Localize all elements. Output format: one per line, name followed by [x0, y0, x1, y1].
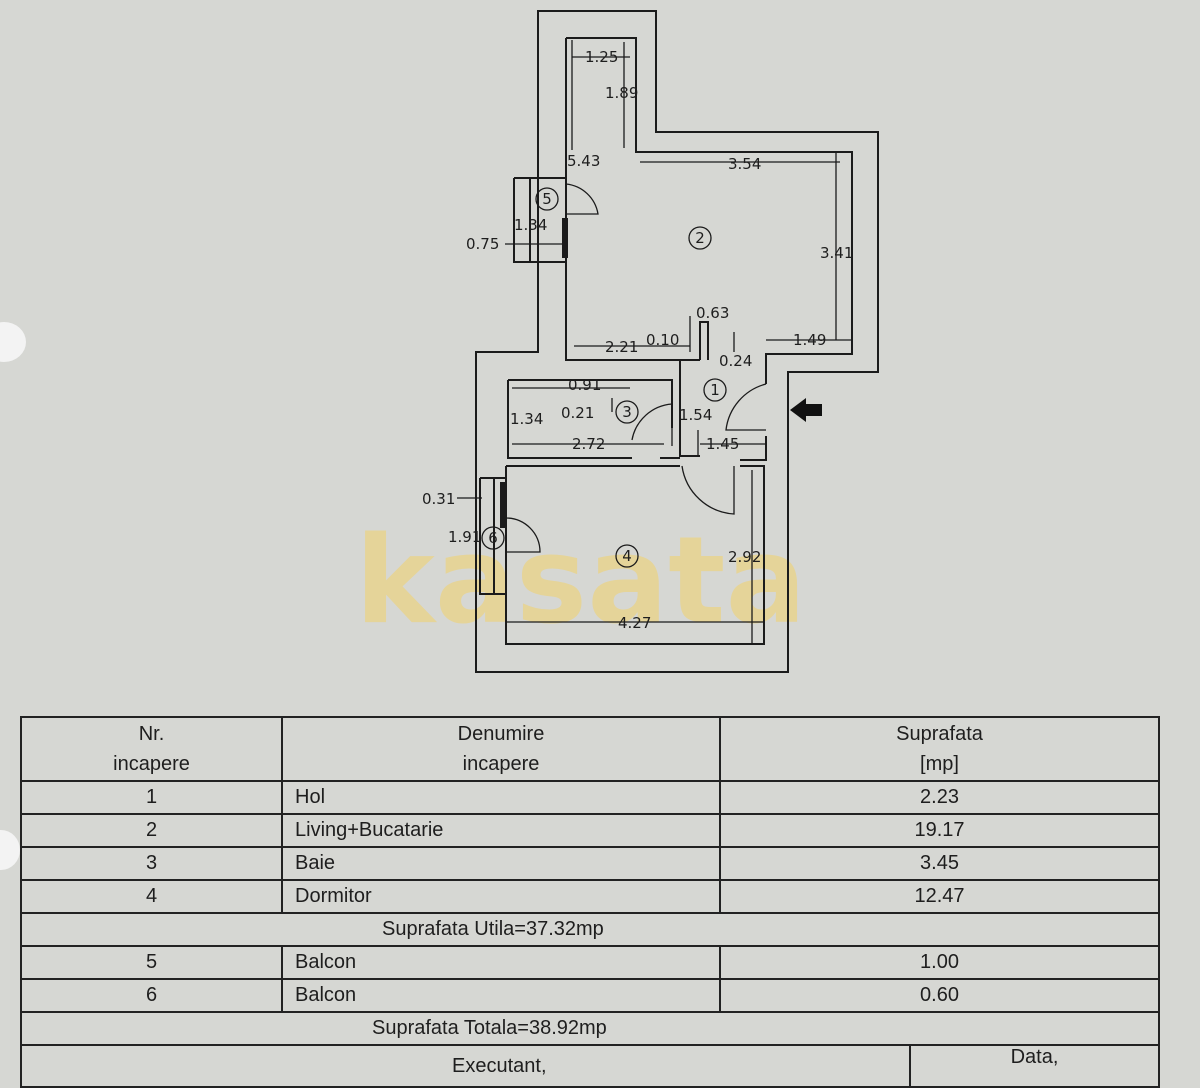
dimension-label: 5.43: [567, 152, 600, 170]
dimension-label: 1.25: [585, 48, 618, 66]
header-name-line2: incapere: [462, 753, 540, 775]
row-area: 3.45: [718, 846, 1161, 881]
entrance-door: [725, 383, 767, 431]
entrance-arrow-icon: [790, 398, 822, 422]
row-nr: 1: [20, 780, 283, 815]
useful-total: Suprafata Utila=37.32mp: [19, 912, 1161, 947]
table-header: Nr. incapere Denumire incapere Suprafata…: [20, 716, 1161, 782]
row-nr: 3: [20, 846, 283, 881]
dimension-label: 0.31: [422, 490, 455, 508]
dimension-label: 1.91: [448, 528, 481, 546]
balcony-6-window: [500, 482, 507, 528]
dimension-label: 1.45: [706, 435, 739, 453]
balcony-5: [513, 177, 566, 263]
watermark: kasata: [355, 512, 807, 651]
header-area-line2: [mp]: [920, 753, 959, 775]
room-marker: [703, 378, 727, 402]
balcony-6-door: [505, 517, 541, 553]
row-nr: 6: [20, 978, 283, 1013]
header-area-line1: Suprafata: [896, 723, 983, 745]
executant-label: Executant,: [20, 1044, 911, 1088]
table-row: 3 Baie 3.45: [20, 846, 1161, 881]
row-name: Living+Bucatarie: [281, 813, 721, 848]
room-number: 6: [488, 529, 498, 547]
dimension-label: 0.63: [696, 304, 729, 322]
bedroom-door: [681, 465, 735, 515]
room-number: 5: [542, 190, 552, 208]
row-name: Balcon: [281, 945, 721, 980]
balcony-6: [479, 477, 506, 595]
table-row: 5 Balcon 1.00: [20, 945, 1161, 980]
room-number: 4: [622, 547, 632, 565]
dimension-label: 3.41: [820, 244, 853, 262]
room-marker: [615, 400, 639, 424]
header-nr-line1: Nr.: [138, 723, 165, 745]
dimension-label: 3.54: [728, 155, 761, 173]
dimension-label: 0.21: [561, 404, 594, 422]
dimension-label: 1.34: [510, 410, 543, 428]
useful-total-row: Suprafata Utila=37.32mp: [19, 912, 1161, 947]
dimension-label: 0.24: [719, 352, 752, 370]
header-nr-line2: incapere: [113, 753, 190, 775]
room-marker: [688, 226, 712, 250]
dimension-lines: [457, 40, 852, 644]
dimension-label: 0.75: [466, 235, 499, 253]
living-inner-wall: [565, 37, 853, 380]
table-row: 6 Balcon 0.60: [20, 978, 1161, 1013]
dimension-label: 1.54: [679, 406, 712, 424]
signature-row: Executant, Data,: [20, 1044, 1161, 1088]
room-marker: [481, 526, 505, 550]
row-name: Dormitor: [281, 879, 721, 914]
row-area: 12.47: [718, 879, 1161, 914]
dimension-label: 4.27: [618, 614, 651, 632]
dimension-label: 2.72: [572, 435, 605, 453]
punch-hole: [0, 830, 20, 870]
date-label: Data,: [908, 1044, 1161, 1088]
row-nr: 4: [20, 879, 283, 914]
room-number: 2: [695, 229, 705, 247]
row-area: 2.23: [718, 780, 1161, 815]
dimension-label: 1.49: [793, 331, 826, 349]
row-nr: 5: [20, 945, 283, 980]
hol-wall: [740, 380, 767, 461]
bedroom-wall: [505, 465, 765, 645]
dimension-label: 0.10: [646, 331, 679, 349]
dimension-label: 1.89: [605, 84, 638, 102]
partition-wall: [679, 321, 709, 457]
outer-wall: [475, 10, 879, 673]
header-nr: Nr. incapere: [20, 716, 283, 782]
floor-plan: kasata 1.: [355, 10, 879, 673]
room-number: 1: [710, 381, 720, 399]
table-row: 1 Hol 2.23: [20, 780, 1161, 815]
balcony-5-window: [562, 218, 568, 258]
table-row: 4 Dormitor 12.47: [20, 879, 1161, 914]
row-nr: 2: [20, 813, 283, 848]
row-area: 19.17: [718, 813, 1161, 848]
header-name: Denumire incapere: [281, 716, 721, 782]
table-row: 2 Living+Bucatarie 19.17: [20, 813, 1161, 848]
header-name-line1: Denumire: [457, 723, 545, 745]
row-area: 0.60: [718, 978, 1161, 1013]
row-name: Baie: [281, 846, 721, 881]
row-name: Hol: [281, 780, 721, 815]
room-marker: [615, 544, 639, 568]
row-area: 1.00: [718, 945, 1161, 980]
room-marker: [535, 187, 559, 211]
bathroom-door: [631, 403, 673, 446]
header-area: Suprafata [mp]: [718, 716, 1161, 782]
balcony-5-door: [565, 183, 599, 215]
rooms-table: Nr. incapere Denumire incapere Suprafata…: [19, 716, 1161, 1088]
dimension-label: 1.34: [514, 216, 547, 234]
dimension-label: 0.91: [568, 376, 601, 394]
room-number: 3: [622, 403, 632, 421]
row-name: Balcon: [281, 978, 721, 1013]
grand-total: Suprafata Totala=38.92mp: [19, 1011, 1161, 1046]
dimension-label: 2.21: [605, 338, 638, 356]
dimension-label: 2.92: [728, 548, 761, 566]
grand-total-row: Suprafata Totala=38.92mp: [19, 1011, 1161, 1046]
